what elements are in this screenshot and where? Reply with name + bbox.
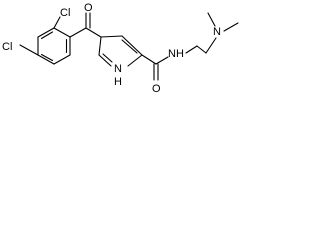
propyl-chain [185, 37, 217, 54]
structure-canvas: Cl Cl O N H O NH N [0, 0, 241, 107]
atom-h-pyrrole: H [114, 76, 122, 88]
dichlorophenyl-ring [37, 27, 71, 65]
atom-o-ketone: O [84, 2, 93, 14]
atom-o-amide: O [152, 83, 161, 95]
atom-n-pyrrole: N [114, 63, 122, 75]
atom-cl-left: Cl [2, 41, 12, 53]
molecule-structure: Cl Cl O N H O NH N [2, 2, 239, 95]
n-methyl-bonds [207, 12, 239, 32]
pyrrole-ring [98, 35, 143, 67]
cl-top-bond [53, 16, 61, 29]
atom-cl-top: Cl [60, 7, 70, 19]
atom-nh-amide: NH [168, 48, 184, 60]
amide-group [141, 54, 169, 81]
ketone-group [69, 12, 102, 38]
atom-n-amine: N [213, 26, 221, 38]
cl-left-bond [19, 44, 39, 56]
